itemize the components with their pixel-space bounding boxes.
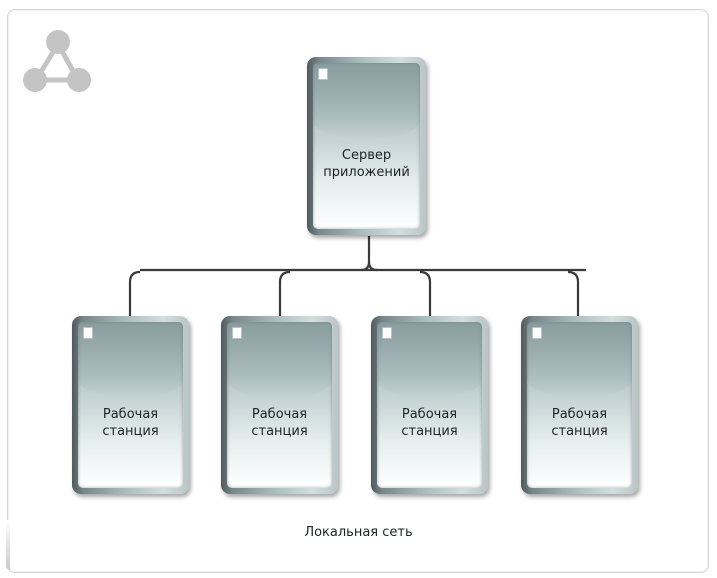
connector-ws1 [128,270,141,316]
workstation-label-line1: Рабочая [102,407,159,422]
workstation-label-line1: Рабочая [401,407,458,422]
connector-ws4 [567,270,580,316]
network-topology-icon [23,30,91,92]
document-icon [83,327,93,339]
workstation-node-body: Рабочая станция [78,322,183,488]
workstation-label-line2: станция [401,424,458,439]
connector-ws3 [419,270,432,316]
document-icon [382,327,392,339]
workstation-node-body: Рабочая станция [227,322,332,488]
document-icon [232,327,242,339]
workstation-label-line1: Рабочая [551,407,608,422]
document-icon [532,327,542,339]
workstation-label: Рабочая станция [377,406,482,440]
server-label-line1: Сервер [341,148,392,163]
connector-server-trunk [360,236,378,272]
workstation-node-3[interactable]: Рабочая станция [371,316,488,494]
workstation-label-line1: Рабочая [251,407,308,422]
workstation-label-line2: станция [102,424,159,439]
container-edge [6,520,10,570]
server-node[interactable]: Сервер приложений [307,57,426,235]
server-label: Сервер приложений [313,147,420,181]
server-label-line2: приложений [323,165,410,180]
workstation-node-body: Рабочая станция [527,322,632,488]
connector-ws2 [278,270,291,316]
document-icon [318,68,328,80]
workstation-node-1[interactable]: Рабочая станция [72,316,189,494]
workstation-label: Рабочая станция [78,406,183,440]
workstation-label-line2: станция [551,424,608,439]
workstation-label: Рабочая станция [527,406,632,440]
workstation-node-2[interactable]: Рабочая станция [221,316,338,494]
workstation-label: Рабочая станция [227,406,332,440]
workstation-node-body: Рабочая станция [377,322,482,488]
network-label: Локальная сеть [304,525,413,540]
server-node-body: Сервер приложений [313,63,420,229]
workstation-label-line2: станция [251,424,308,439]
workstation-node-4[interactable]: Рабочая станция [521,316,638,494]
